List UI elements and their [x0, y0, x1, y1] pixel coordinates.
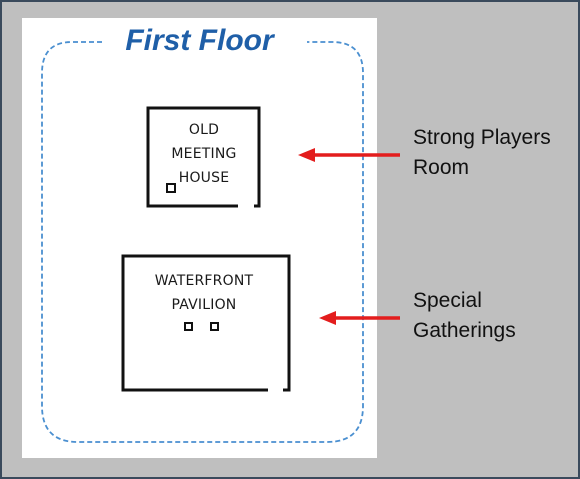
annotation-strong-players-room: Strong Players Room: [413, 126, 551, 179]
room-fixture: [166, 183, 176, 193]
floor-plan-panel: First Floor OLD MEETING HOUSE WATERFRONT…: [22, 18, 377, 458]
room-old-meeting-house: [146, 106, 261, 208]
room-label-old-meeting-house: OLD MEETING HOUSE: [171, 122, 237, 186]
room-fixture: [210, 322, 219, 331]
floor-title: First Floor: [125, 24, 274, 57]
floor-outline-dashed-path: [41, 41, 364, 443]
annotation-special-gatherings: Special Gatherings: [413, 289, 516, 342]
arrow-strong-players-head: [298, 148, 315, 162]
room-wall: [121, 254, 291, 392]
room-fixture: [184, 322, 193, 331]
room-label-waterfront-pavilion: WATERFRONT PAVILION: [154, 273, 254, 313]
floor-outline: [41, 41, 364, 443]
arrow-special-gatherings-head: [319, 311, 336, 325]
room-wall: [146, 106, 261, 208]
room-waterfront-pavilion: [121, 254, 291, 392]
